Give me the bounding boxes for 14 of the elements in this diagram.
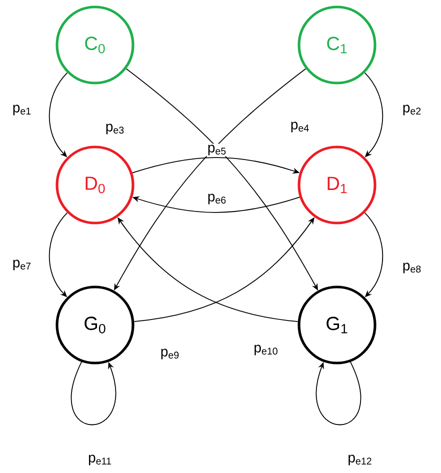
edge-label: p$_{e6}$	[206, 192, 228, 206]
edge-label: p$_{e10}$	[252, 344, 280, 356]
arrow	[316, 361, 362, 426]
edge-label: p$_{e1}$	[11, 104, 33, 116]
edge-label: p$_{e9}$	[159, 348, 181, 360]
edge-label: p$_{e3}$	[104, 122, 126, 136]
edge-label: p$_{e7}$	[11, 258, 33, 272]
edge-label: p$_{e8}$	[401, 262, 423, 274]
edge-label: p$_{e2}$	[401, 104, 423, 116]
edge-label: p$_{e11}$	[87, 454, 113, 466]
arrow	[70, 361, 116, 426]
edge-label: p$_{e5}$	[206, 144, 228, 156]
edge-label: p$_{e4}$	[289, 120, 311, 134]
edge-label: p$_{e12}$	[346, 454, 374, 466]
